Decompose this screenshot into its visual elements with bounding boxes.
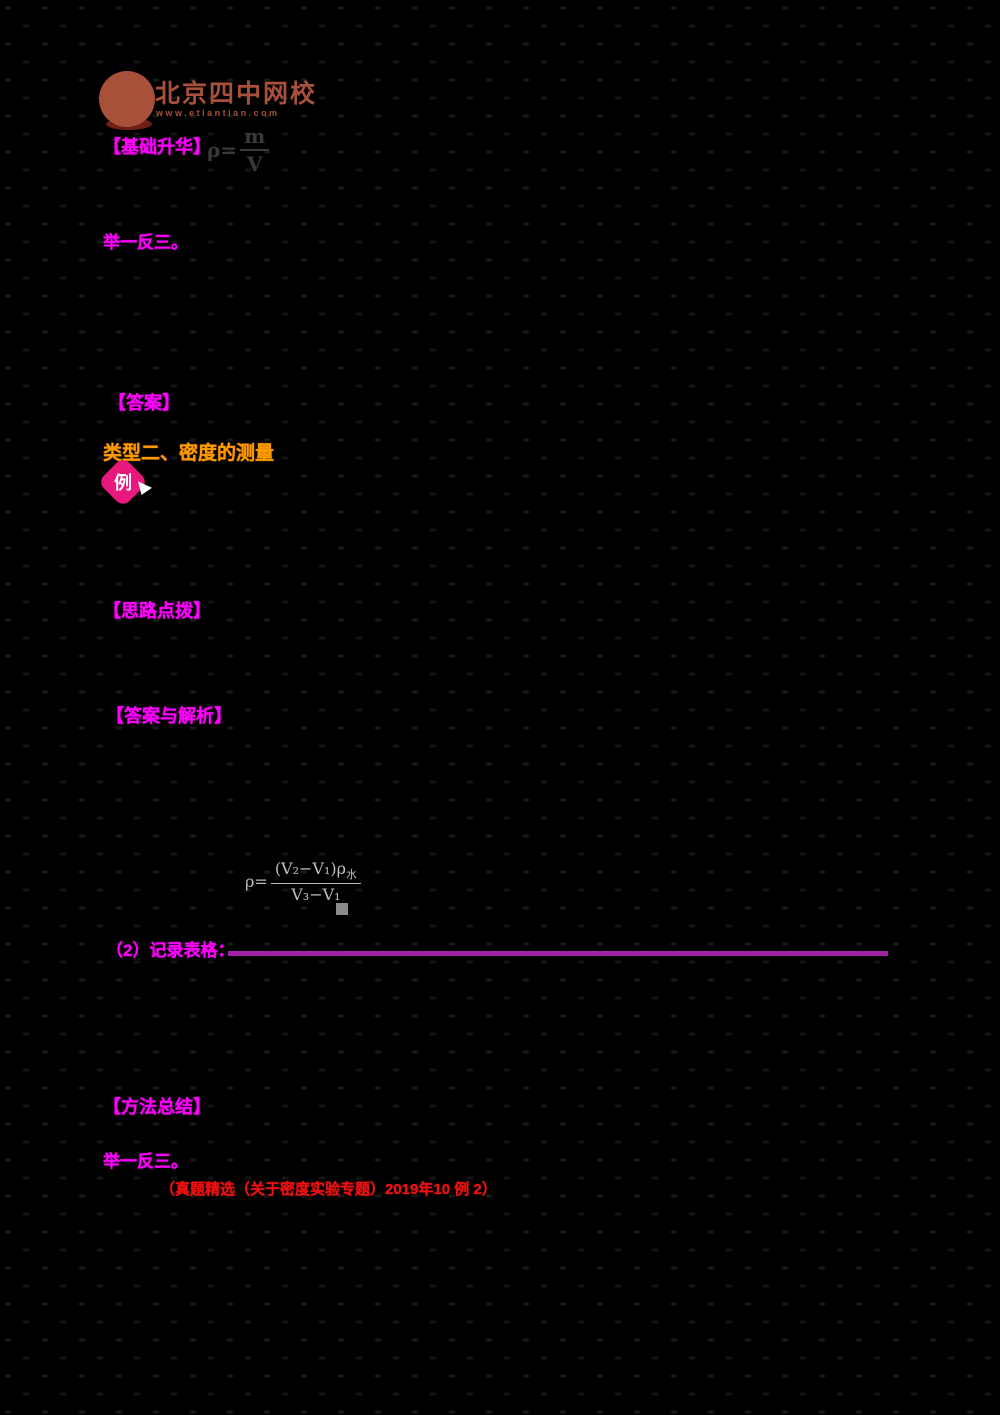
formula-lhs: ρ= [245,872,268,892]
summary-header: 【方法总结】 [103,1097,211,1117]
hint-header: 【思路点拨】 [103,601,211,621]
logo-title: 北京四中网校 [155,80,318,108]
fraction-denominator: V [246,152,263,176]
fraction-numerator: m [240,124,270,151]
item2-label: （2）记录表格： [106,941,235,960]
school-logo-icon [99,71,155,127]
practice-header-1: 举一反三。 [103,233,188,252]
fill-in-blank-rule [228,951,888,956]
numerator-subscript: 水 [346,868,358,882]
answer-header: 【答案】 [108,393,180,413]
fraction-denominator: V₃−V₁ [291,885,341,905]
density-formula-basic: ρ= m V [207,124,270,176]
practice-header-2: 举一反三。 [103,1152,188,1171]
fraction-numerator: (V₂−V₁)ρ水 [270,859,362,885]
example-badge-label: 例 [114,473,132,493]
formula-lhs: ρ= [207,138,238,162]
logo-subtitle: www.etiantian.com [156,108,280,118]
example-badge: 例 [97,456,152,511]
answer-analysis-header: 【答案与解析】 [106,706,232,726]
source-citation: （真题精选（关于密度实验专题）2019年10 例 2） [160,1181,497,1198]
numerator-main: (V₂−V₁)ρ [274,859,347,878]
fraction: m V [240,124,270,176]
density-formula-measured: ρ= (V₂−V₁)ρ水 V₃−V₁ [245,859,362,905]
fraction: (V₂−V₁)ρ水 V₃−V₁ [270,859,362,905]
section-header-basics: 【基础升华】 [103,137,211,157]
image-resize-handle [336,903,348,915]
topic-heading: 类型二、密度的测量 [103,443,275,464]
